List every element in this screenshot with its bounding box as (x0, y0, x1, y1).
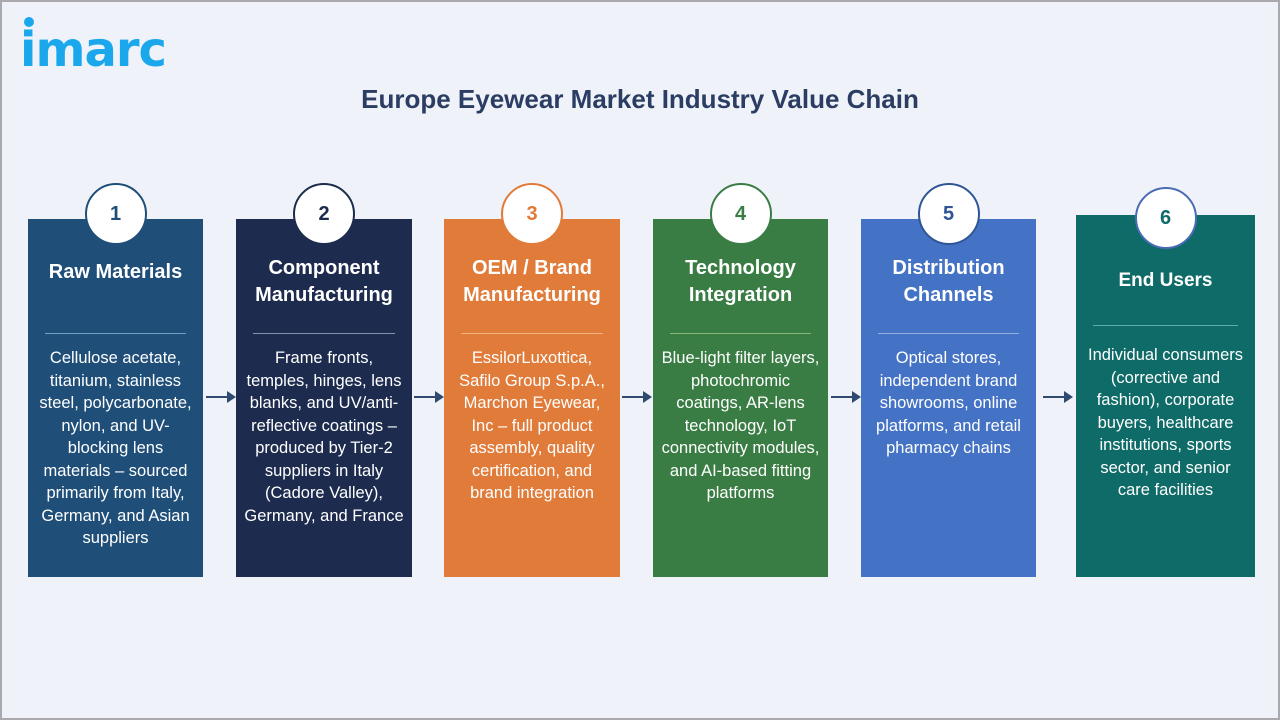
stage-card-distribution-channels: 5 Distribution Channels Optical stores, … (861, 183, 1036, 577)
stage-description: Cellulose acetate, titanium, stainless s… (39, 349, 192, 547)
arrow-right-icon (414, 391, 444, 403)
stage-description: Frame fronts, temples, hinges, lens blan… (244, 349, 404, 525)
arrow-right-icon (1043, 391, 1073, 403)
stage-card-raw-materials: 1 Raw Materials Cellulose acetate, titan… (28, 183, 203, 577)
stage-card-component-manufacturing: 2 Component Manufacturing Frame fronts, … (236, 183, 412, 577)
stage-card-end-users: 6 End Users Individual consumers (correc… (1076, 187, 1255, 577)
stage-description: Optical stores, independent brand showro… (876, 349, 1021, 457)
stage-card-technology-integration: 4 Technology Integration Blue-light filt… (653, 183, 828, 577)
divider (878, 333, 1019, 334)
stage-description: Individual consumers (corrective and fas… (1088, 346, 1243, 499)
arrow-right-icon (206, 391, 236, 403)
stage-card-oem-brand-manufacturing: 3 OEM / Brand Manufacturing EssilorLuxot… (444, 183, 620, 577)
page-title: Europe Eyewear Market Industry Value Cha… (361, 84, 919, 114)
stage-number-badge: 6 (1134, 187, 1197, 249)
stage-heading: Distribution Channels (892, 257, 1005, 306)
stage-number-badge: 5 (917, 183, 980, 245)
stage-number-badge: 2 (293, 183, 355, 245)
stage-description: Blue-light filter layers, photochromic c… (661, 349, 820, 502)
arrow-right-icon (831, 391, 861, 403)
stage-heading: OEM / Brand Manufacturing (463, 257, 601, 306)
stage-heading: End Users (1118, 270, 1213, 291)
stage-number-badge: 1 (84, 183, 147, 245)
arrow-right-icon (622, 391, 652, 403)
stage-heading: Raw Materials (48, 261, 183, 283)
divider (45, 333, 186, 334)
divider (461, 333, 603, 334)
divider (670, 333, 811, 334)
stage-heading: Technology Integration (685, 257, 796, 306)
stage-number-badge: 3 (501, 183, 563, 245)
logo-dot (24, 17, 34, 27)
divider (253, 333, 395, 334)
imarc-logo: imarc (20, 22, 167, 78)
stage-description: EssilorLuxottica, Safilo Group S.p.A., M… (459, 349, 605, 502)
stage-heading: Component Manufacturing (255, 257, 393, 306)
divider (1093, 325, 1238, 326)
stage-number-badge: 4 (709, 183, 772, 245)
